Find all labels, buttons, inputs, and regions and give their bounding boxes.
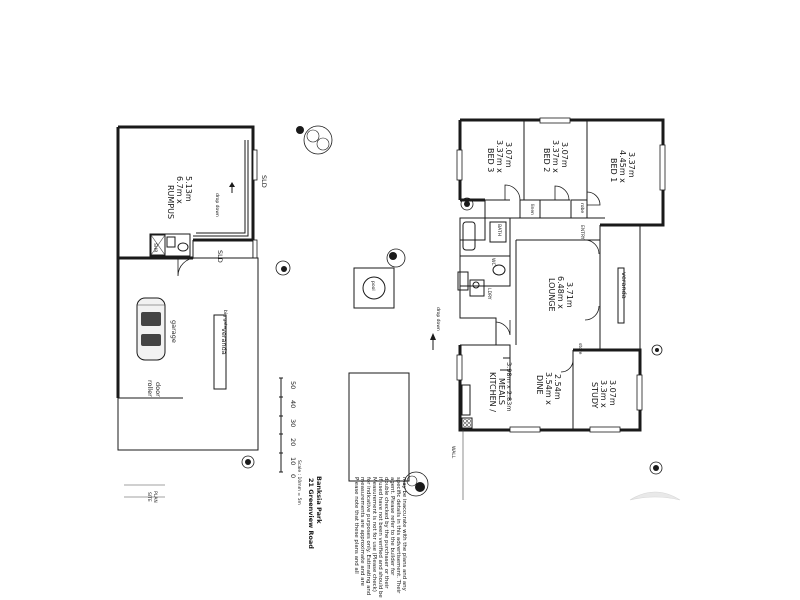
- disclaimer-line-6: double checked by the purchaser or their: [383, 477, 389, 589]
- site-note-2: PLAN: [152, 491, 158, 503]
- linen-label: linen: [529, 204, 535, 215]
- lounge-dims-2: 3.71m: [565, 282, 574, 308]
- scale-tick-0: 0: [289, 474, 297, 478]
- store-label: store: [577, 343, 583, 355]
- bed3-label: BED 3: [486, 148, 495, 172]
- tree-icon: [651, 344, 663, 356]
- window: [456, 354, 463, 381]
- study-dims-2: 3.07m: [608, 380, 617, 406]
- rumpus-label: RUMPUS: [166, 185, 175, 219]
- rumpus-dims-1: 6.7m x: [175, 176, 184, 204]
- disclaimer-line-4: Measurement is not for use (Please check…: [371, 477, 377, 592]
- main-verandah: veranda: [600, 224, 641, 350]
- direction-arrow-icon: [430, 333, 436, 340]
- ldry-label: LDRY: [486, 288, 492, 300]
- wall-of-house-label: WALL: [450, 446, 456, 459]
- lounge-label: LOUNGE: [547, 278, 556, 312]
- sld-bottom-label: SLD: [216, 250, 224, 263]
- window: [456, 149, 463, 181]
- robe-label: robe: [579, 203, 585, 213]
- garage-label: garage: [170, 320, 178, 343]
- tree-icon: [403, 471, 429, 497]
- study-dims-1: 3.3m x: [599, 380, 608, 408]
- drop-down-left-label: drop down: [214, 193, 220, 217]
- bath-label: BATH: [496, 224, 502, 236]
- pool-label: pool: [370, 281, 376, 291]
- kitchen-dims: 3.98m x 2.83m: [505, 362, 513, 412]
- main-veranda-label: veranda: [620, 272, 628, 299]
- scale-tick-20: 20: [289, 438, 297, 446]
- bed3-dims-2: 3.07m: [504, 142, 513, 168]
- window: [636, 374, 643, 411]
- window: [539, 117, 571, 124]
- bed2-label: BED 2: [542, 148, 551, 172]
- dine-dims-1: 3.54m x: [544, 372, 553, 405]
- scale-tick-30: 30: [289, 419, 297, 427]
- disclaimer-line-3: for indicative purposes only. Estimating…: [365, 477, 371, 595]
- disclaimer-line-5: if used have not been verified and shoul…: [377, 477, 383, 598]
- scale-tick-10: 10: [289, 457, 297, 465]
- shr-label: SHR: [152, 243, 158, 252]
- tree-icon: [649, 461, 663, 475]
- window: [509, 426, 541, 433]
- tree-icon: [275, 260, 291, 276]
- left-verandah: [117, 257, 259, 451]
- dine-dims-2: 2.54m: [553, 374, 562, 400]
- roller-door-label-1: roller: [146, 380, 154, 397]
- disclaimer-line-7: agent. Please refer to the builder for: [389, 477, 395, 576]
- bed1-dims-1: 4.45m x: [618, 150, 627, 183]
- disclaimer-line-9: may be inaccurate with the plans and any: [401, 477, 407, 592]
- roller-door-label-2: door: [154, 382, 162, 397]
- address-line-1: 21 Greenview Road: [307, 478, 315, 549]
- drop-down-main-label: drop down: [435, 307, 441, 331]
- bed3-dims-1: 3.37m x: [495, 140, 504, 173]
- disclaimer-line-8: specific details in this advertisement. …: [395, 477, 401, 594]
- site-note-1: SITE: [146, 492, 152, 502]
- window: [589, 426, 621, 433]
- meals-label: MEALS: [497, 378, 506, 405]
- scale-tick-50: 50: [289, 381, 297, 389]
- entry-label: ENTRY: [579, 225, 585, 240]
- bed1-label: BED 1: [609, 158, 618, 182]
- scale-bar: 0 10 20 30 40 50 Scale : 10mm = 5m: [279, 377, 302, 505]
- tree-icon: [460, 197, 474, 211]
- sld-top-label: SLD: [260, 175, 268, 188]
- disclaimer-line-1: Please note that these plans and all: [353, 477, 359, 574]
- bed1-dims-2: 3.37m: [627, 152, 636, 178]
- car-icon: [136, 297, 166, 361]
- study-label: STUDY: [590, 382, 599, 409]
- scale-caption: Scale : 10mm = 5m: [296, 460, 302, 505]
- rumpus-dims-2: 5.13m: [184, 176, 193, 202]
- window: [659, 144, 666, 191]
- tree-icon: [296, 125, 333, 155]
- compass-logo: [629, 491, 681, 501]
- direction-arrow-icon: [229, 182, 235, 187]
- lounge-dims-1: 6.48m x: [556, 276, 565, 309]
- disclaimer-line-2: measurements are approximate and are: [359, 477, 365, 587]
- tree-icon: [386, 248, 406, 268]
- pool: pool: [353, 267, 395, 309]
- tree-icon: [241, 455, 255, 469]
- address-line-2: Banksia Park: [315, 476, 323, 524]
- wc-label: WC: [490, 258, 496, 266]
- dine-label: DINE: [535, 375, 544, 395]
- kitchen-label: KITCHEN /: [488, 372, 497, 412]
- left-veranda-label: veranda: [220, 328, 228, 355]
- disclaimer-box: Please note that these plans and all mea…: [348, 372, 410, 598]
- bed2-dims-2: 3.07m: [560, 142, 569, 168]
- bed2-dims-1: 3.37m x: [551, 140, 560, 173]
- scale-tick-40: 40: [289, 400, 297, 408]
- big-gate-label: big gate: [222, 310, 228, 329]
